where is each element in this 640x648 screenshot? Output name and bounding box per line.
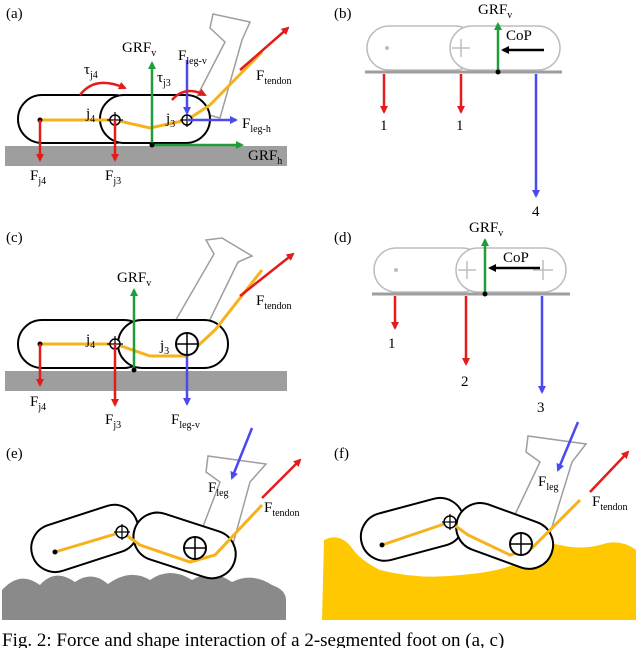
mag-left-b: 1 <box>380 118 388 134</box>
tau-j3-label: τj3 <box>157 70 171 89</box>
figure-caption: Fig. 2: Force and shape interaction of a… <box>2 630 504 648</box>
leg-force-arrow-f <box>556 421 580 472</box>
mag-right-b: 4 <box>532 204 540 220</box>
ground-c <box>5 371 287 391</box>
tendon-e <box>54 503 264 564</box>
f-tendon-label-e: Ftendon <box>264 500 300 519</box>
tendon-force-arrow <box>239 26 290 71</box>
panel-f: (f) Fleg Ftendon <box>322 421 636 620</box>
f-tendon-label-f: Ftendon <box>592 494 628 513</box>
f-tendon-label-c: Ftendon <box>256 293 292 312</box>
ground <box>5 146 287 166</box>
rocky-ground <box>2 573 286 620</box>
foot-rear-segment-e <box>30 503 140 574</box>
f-leg-label-e: Fleg <box>208 480 229 499</box>
foot-rear-segment-f <box>359 496 465 562</box>
mag-mid-d: 2 <box>461 374 469 390</box>
f-j4-label-c: Fj4 <box>30 394 46 413</box>
tendon-c <box>40 269 264 358</box>
mag-mid-b: 1 <box>456 118 464 134</box>
panel-c-label: (c) <box>6 230 23 246</box>
f-leg-h-label: Fleg-h <box>242 116 271 135</box>
panel-e: (e) Fleg Ftendon <box>2 427 302 620</box>
grf-v-label-b: GRFv <box>478 2 512 21</box>
grf-v-label-c: GRFv <box>117 270 151 289</box>
tendon-f <box>381 498 582 557</box>
f-tendon-label: Ftendon <box>256 68 292 87</box>
j4-label-c: j4 <box>85 332 95 351</box>
panel-b: (b) 1 1 4 GRFv CoP <box>334 2 562 220</box>
tau-j3-arrow <box>171 88 207 101</box>
panel-c: (c) GRFv Ftendon j4 j3 Fj4 Fj3 Fleg-v <box>5 230 295 431</box>
panel-d-label: (d) <box>334 230 352 246</box>
mag-right-d: 3 <box>537 400 545 416</box>
tau-j4-label: τj4 <box>84 62 98 81</box>
panel-a-label: (a) <box>6 6 23 22</box>
j3-label: j3 <box>165 111 175 130</box>
f-leg-v-label: Fleg-v <box>178 48 207 67</box>
tendon-force-arrow-e <box>261 458 302 499</box>
grf-v-label: GRFv <box>122 40 156 59</box>
panel-f-label: (f) <box>334 446 349 462</box>
f-j3-label-c: Fj3 <box>105 412 121 431</box>
f-j3-label: Fj3 <box>105 168 121 187</box>
cop-label-b: CoP <box>506 28 532 44</box>
tau-j4-arrow <box>79 81 127 96</box>
foot-front-segment-d <box>455 247 567 293</box>
panel-d: (d) 1 2 3 GRFv CoP <box>334 220 570 416</box>
grf-h-label: GRFh <box>248 148 282 167</box>
panel-e-label: (e) <box>6 446 23 462</box>
f-j4-label: Fj4 <box>30 168 46 187</box>
f-leg-label-f: Fleg <box>538 474 559 493</box>
tendon <box>40 50 264 130</box>
tendon-force-arrow-c <box>239 252 295 297</box>
mag-left-d: 1 <box>388 336 396 352</box>
f-leg-v-label-c: Fleg-v <box>171 412 200 431</box>
panel-b-label: (b) <box>334 6 352 22</box>
leg-force-arrow-e <box>230 427 254 480</box>
panel-a: (a) GRFv GRFh Fleg-v <box>5 6 292 187</box>
j4-label: j4 <box>85 106 95 125</box>
sand-ground <box>322 537 636 620</box>
tendon-force-arrow-f <box>589 450 630 493</box>
j3-label-c: j3 <box>159 338 169 357</box>
grf-v-label-d: GRFv <box>469 220 503 239</box>
cop-label-d: CoP <box>503 250 529 266</box>
